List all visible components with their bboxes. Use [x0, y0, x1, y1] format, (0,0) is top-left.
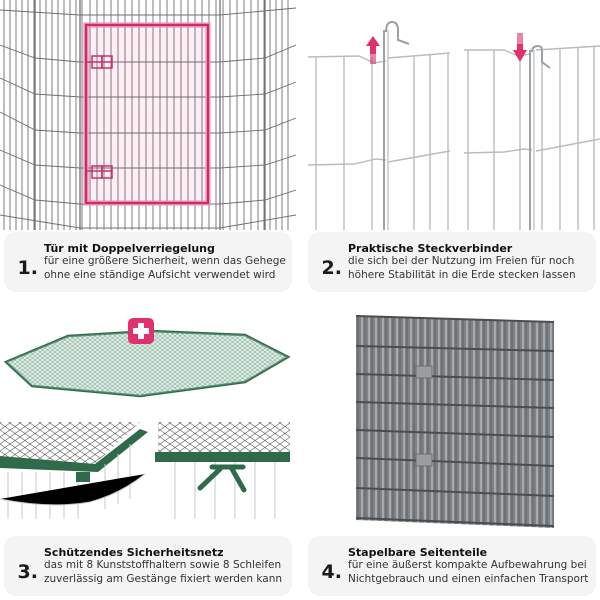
feature-desc-line: für eine größere Sicherheit, wenn das Ge…: [44, 255, 286, 268]
feature-panel-door: 1. Tür mit Doppelverriegelung für eine g…: [0, 0, 296, 296]
feature-caption: 2. Praktische Steckverbinder die sich be…: [308, 232, 596, 292]
connector-illustration: [307, 20, 600, 230]
feature-caption: 4. Stapelbare Seitenteile für eine äußer…: [308, 536, 596, 596]
feature-panel-net: 3. Schützendes Sicherheitsnetz das mit 8…: [0, 304, 296, 600]
feature-number: 1.: [17, 257, 38, 279]
stacked-panels-illustration: [355, 315, 555, 528]
enclosure-door-illustration: [0, 0, 296, 230]
feature-desc-line: die sich bei der Nutzung im Freien für n…: [348, 255, 575, 268]
arrow-down-icon: [513, 33, 527, 62]
feature-number: 4.: [321, 561, 342, 583]
arrow-up-icon: [366, 36, 380, 64]
feature-caption: 3. Schützendes Sicherheitsnetz das mit 8…: [4, 536, 292, 596]
up-down-arrow-icons: [366, 33, 527, 64]
feature-title: Schützendes Sicherheitsnetz: [44, 545, 224, 559]
feature-desc-line: das mit 8 Kunststoffhaltern sowie 8 Schl…: [44, 559, 282, 572]
bow-tie-icon: [197, 464, 247, 493]
feature-panel-stackable: 4. Stapelbare Seitenteile für eine äußer…: [304, 304, 600, 600]
safety-net-illustration: [0, 318, 291, 519]
feature-panel-connectors: 2. Praktische Steckverbinder die sich be…: [304, 0, 600, 296]
feature-number: 3.: [17, 561, 38, 583]
feature-desc-line: Nichtgebrauch und einen einfachen Transp…: [348, 572, 589, 585]
feature-desc-line: für eine äußerst kompakte Aufbewahrung b…: [348, 559, 587, 572]
feature-number: 2.: [321, 257, 342, 279]
feature-title: Praktische Steckverbinder: [348, 241, 513, 255]
feature-title: Stapelbare Seitenteile: [348, 545, 488, 559]
feature-desc-line: ohne eine ständige Aufsicht verwendet wi…: [44, 268, 276, 281]
feature-desc-line: zuverlässig am Gestänge fixiert werden k…: [44, 572, 283, 585]
feature-desc-line: höhere Stabilität in die Erde stecken la…: [348, 268, 576, 281]
feature-caption: 1. Tür mit Doppelverriegelung für eine g…: [4, 232, 292, 292]
plus-badge-icon: [128, 318, 154, 344]
feature-title: Tür mit Doppelverriegelung: [44, 241, 215, 255]
door-highlight-icon: [83, 22, 211, 206]
